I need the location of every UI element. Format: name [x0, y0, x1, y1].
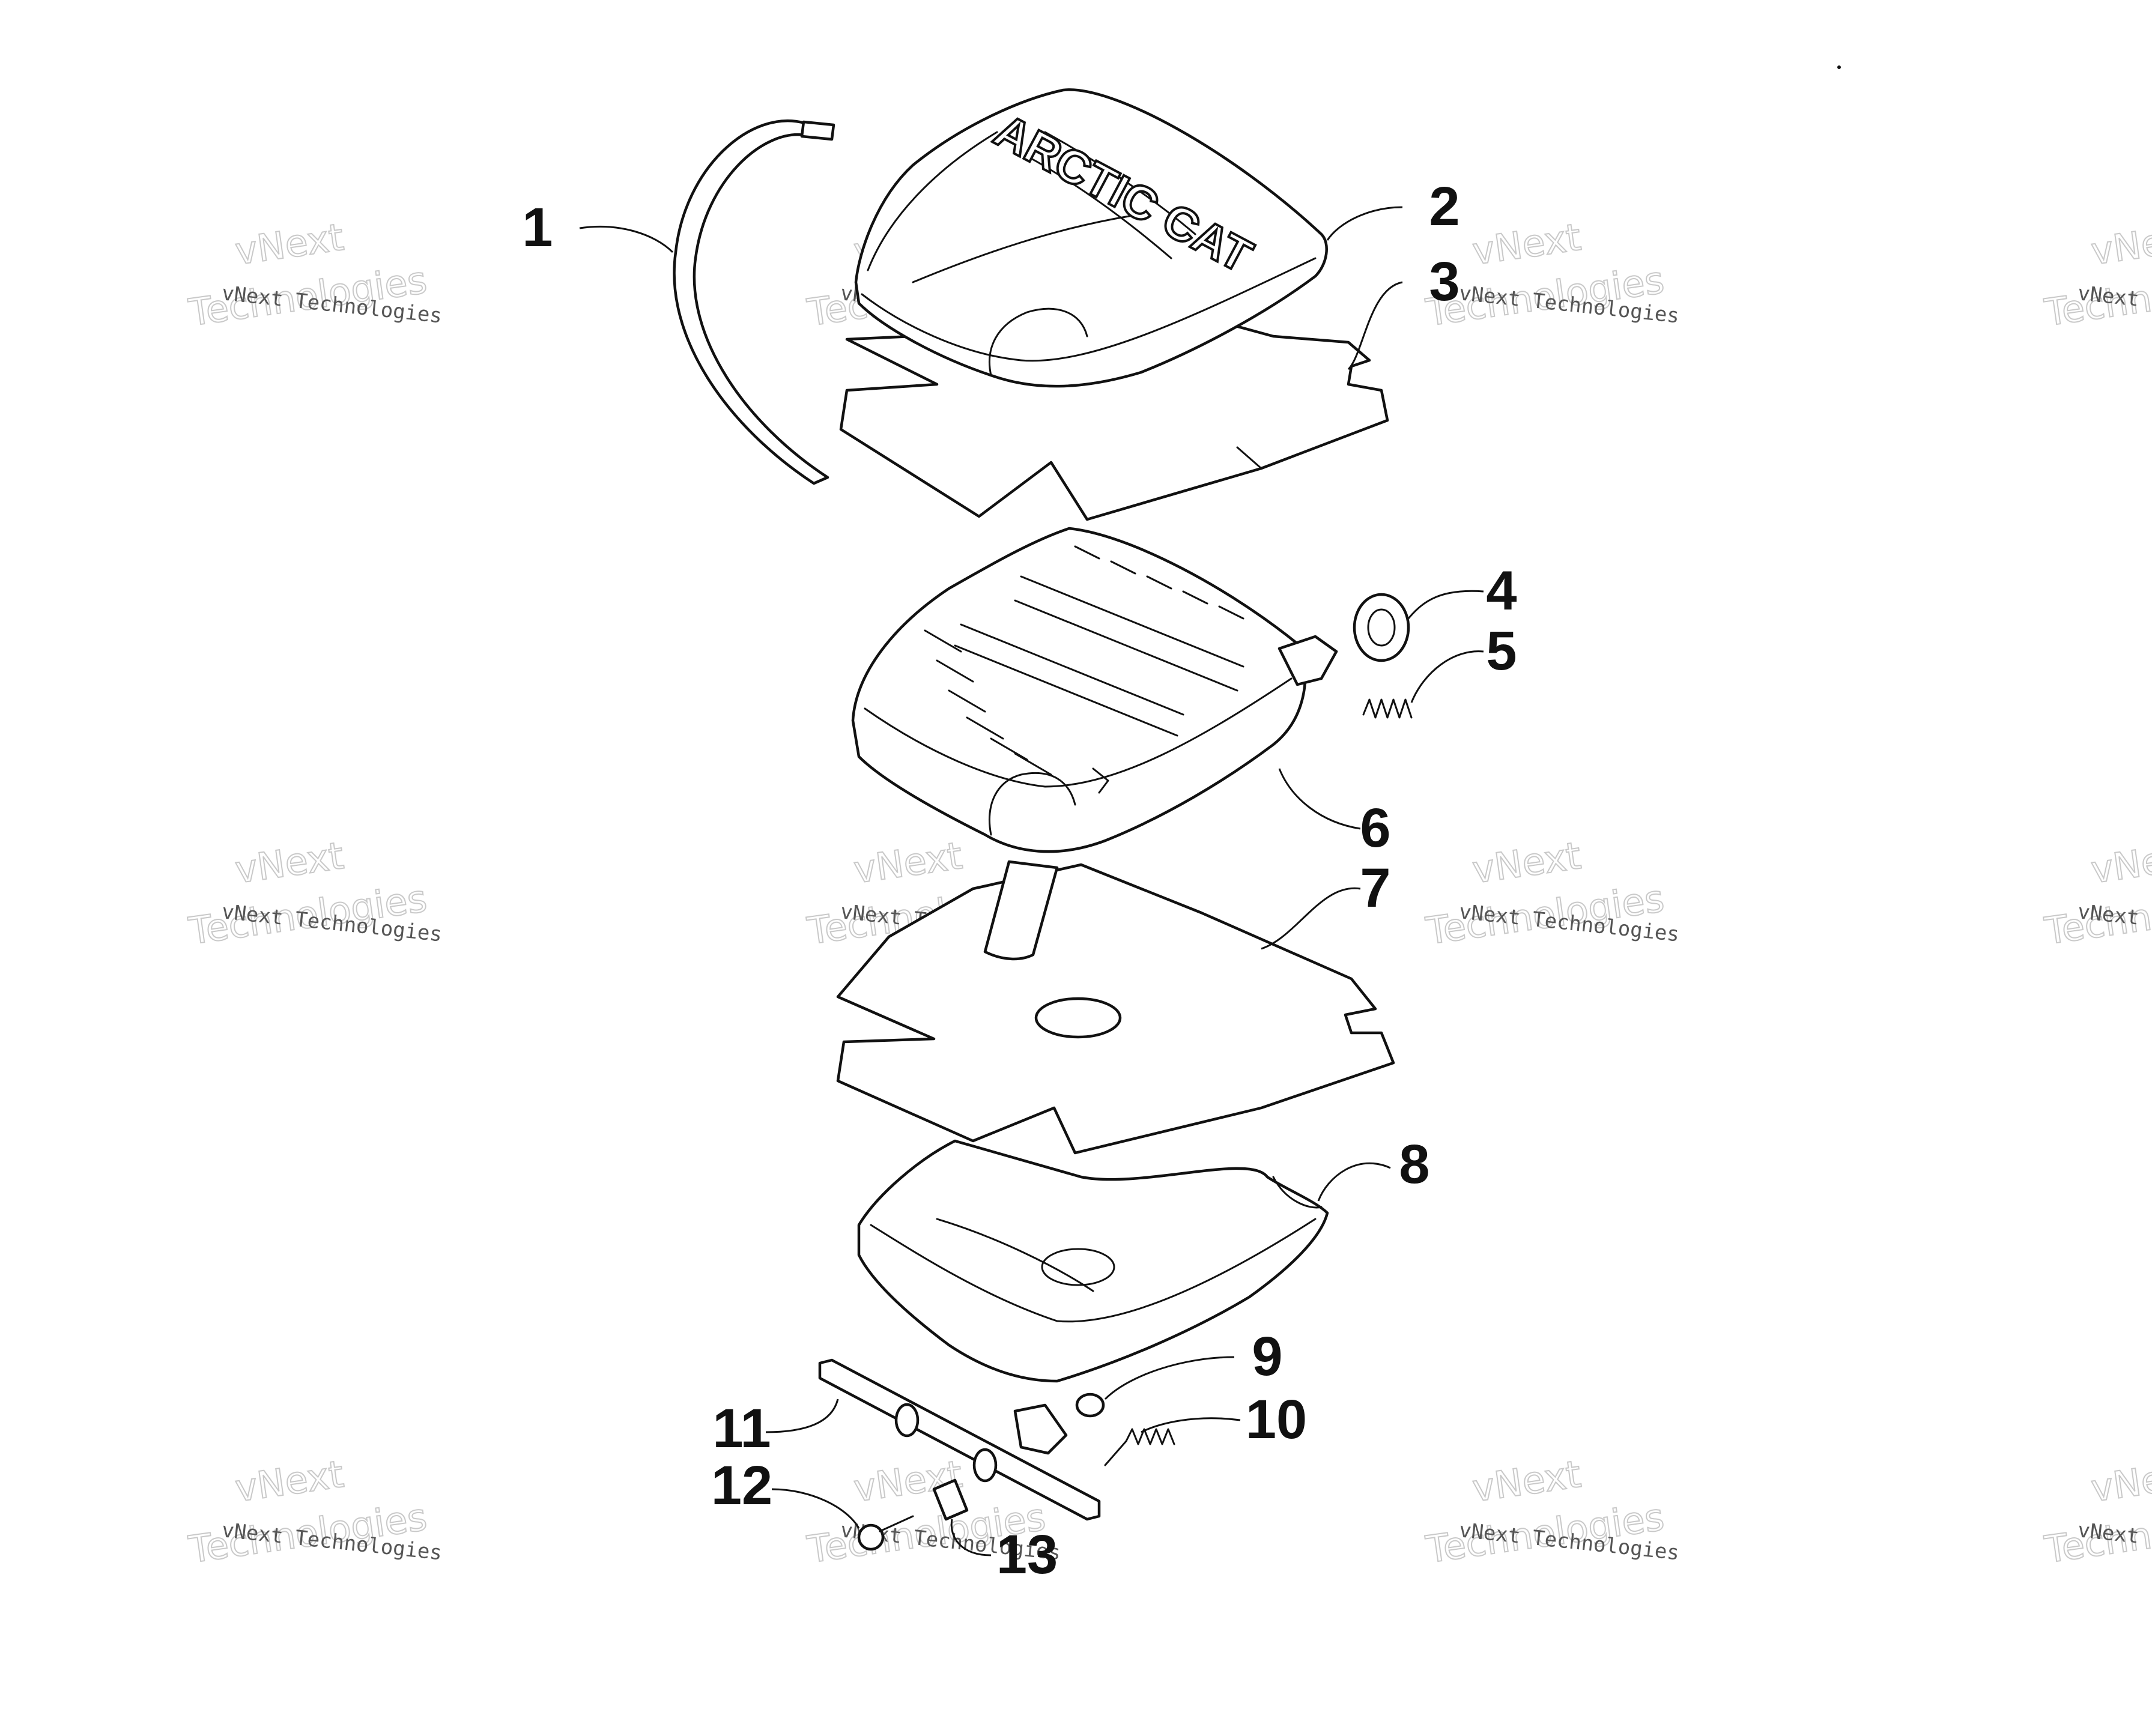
part-9-nut: [1013, 1393, 1105, 1455]
watermark-ghost-top: vNext: [232, 215, 347, 273]
part-11-bracket: [818, 1358, 1101, 1521]
watermark-ghost-top: vNext: [2088, 215, 2152, 273]
watermark-ghost-top: vNext: [232, 833, 347, 892]
leader-lines: [579, 206, 1484, 1556]
watermark-ghost-top: vNext: [232, 1452, 347, 1510]
part-8-tray: [857, 1139, 1329, 1383]
part-7-lower-gasket: [836, 863, 1395, 1155]
part-1-strap: [673, 119, 835, 485]
part-12-bolt: [857, 1515, 914, 1551]
callout-4: 4: [1486, 560, 1517, 622]
callout-10: 10: [1246, 1389, 1307, 1450]
watermark-ghost-top: vNext: [851, 833, 965, 892]
callout-7: 7: [1360, 857, 1390, 919]
watermark-ghost-top: vNext: [1470, 215, 1584, 273]
part-4-grommet: [1353, 593, 1410, 662]
callout-12: 12: [711, 1455, 772, 1516]
callout-11: 11: [712, 1398, 771, 1459]
stray-dot: [1837, 65, 1841, 69]
callout-1: 1: [522, 197, 553, 258]
watermark-ghost-top: vNext: [2088, 1452, 2152, 1510]
callout-labels: 1 2 3 4 5 6 7 8 9 10 11 12 13: [522, 176, 1517, 1585]
part-10-spring: [1104, 1428, 1175, 1466]
watermark-ghost-top: vNext: [1470, 833, 1584, 892]
callout-5: 5: [1486, 620, 1517, 682]
callout-6: 6: [1360, 797, 1390, 859]
part-6-muffler-box: [851, 527, 1338, 961]
watermark-ghost-top: vNext: [1470, 1452, 1584, 1510]
watermark-ghost-top: vNext: [2088, 833, 2152, 892]
part-13-bushing: [932, 1478, 969, 1521]
part-5-spring: [1362, 698, 1413, 719]
callout-2: 2: [1429, 176, 1459, 237]
callout-9: 9: [1252, 1326, 1282, 1387]
callout-8: 8: [1399, 1134, 1429, 1195]
callout-13: 13: [996, 1524, 1058, 1585]
part-2-top-cover: ARCTIC CAT: [854, 88, 1328, 388]
callout-3: 3: [1429, 251, 1459, 312]
